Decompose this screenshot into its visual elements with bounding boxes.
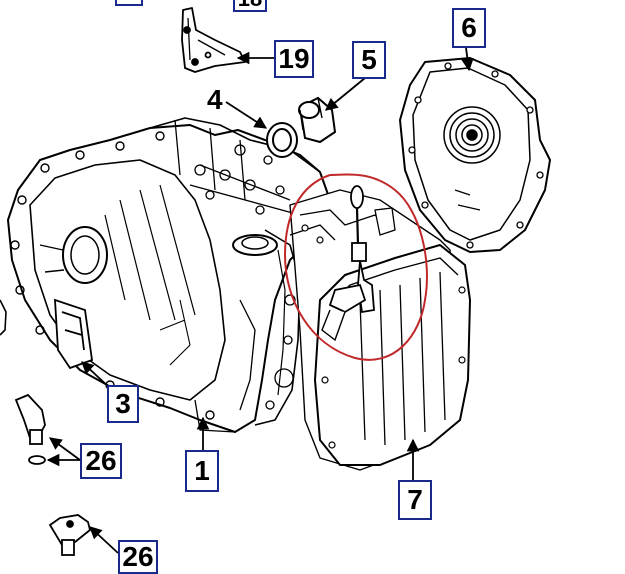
callout-5-text: 5 (361, 44, 377, 75)
callout-26-lower: 26 (118, 540, 158, 574)
leader-lines (46, 47, 474, 554)
part-5-plug (298, 96, 337, 144)
leader-6 (461, 47, 474, 72)
callout-19: 19 (274, 40, 314, 78)
leader-26b (89, 526, 119, 554)
leader-5 (325, 77, 366, 111)
callout-3: 3 (107, 385, 139, 423)
part-19-bracket (181, 7, 246, 73)
leader-26a-1 (48, 437, 81, 461)
callout-6-text: 6 (461, 12, 477, 43)
callout-26-upper-text: 26 (85, 445, 117, 476)
callout-3-text: 3 (115, 388, 131, 419)
callout-26-upper: 26 (80, 443, 122, 479)
part-4-seal (266, 122, 298, 158)
callout-19-text: 19 (278, 43, 310, 74)
part-26-sensor-lower (48, 514, 92, 556)
callout-4-text: 4 (207, 84, 223, 115)
callout-5: 5 (352, 41, 386, 79)
callout-1-text: 1 (194, 455, 210, 486)
callout-18-text: 18 (238, 0, 262, 12)
red-annotation-circle (283, 173, 428, 361)
leader-4 (225, 101, 268, 129)
transaxle-case (7, 117, 331, 433)
left-edge-fragment (0, 299, 7, 336)
callout-18: 18 (233, 0, 267, 12)
callout-6: 6 (452, 8, 486, 48)
part-26-sensor-upper (14, 393, 46, 465)
filter-tube (321, 185, 375, 342)
part-3-plate (54, 298, 93, 370)
callout-7-text: 7 (407, 484, 423, 515)
callout-1: 1 (185, 450, 219, 492)
callout-4: 4 (207, 84, 223, 116)
callout-top-left-fragment (115, 0, 143, 6)
part-6-cover (399, 57, 551, 253)
callout-26-lower-text: 26 (122, 541, 154, 572)
callout-7: 7 (398, 480, 432, 520)
